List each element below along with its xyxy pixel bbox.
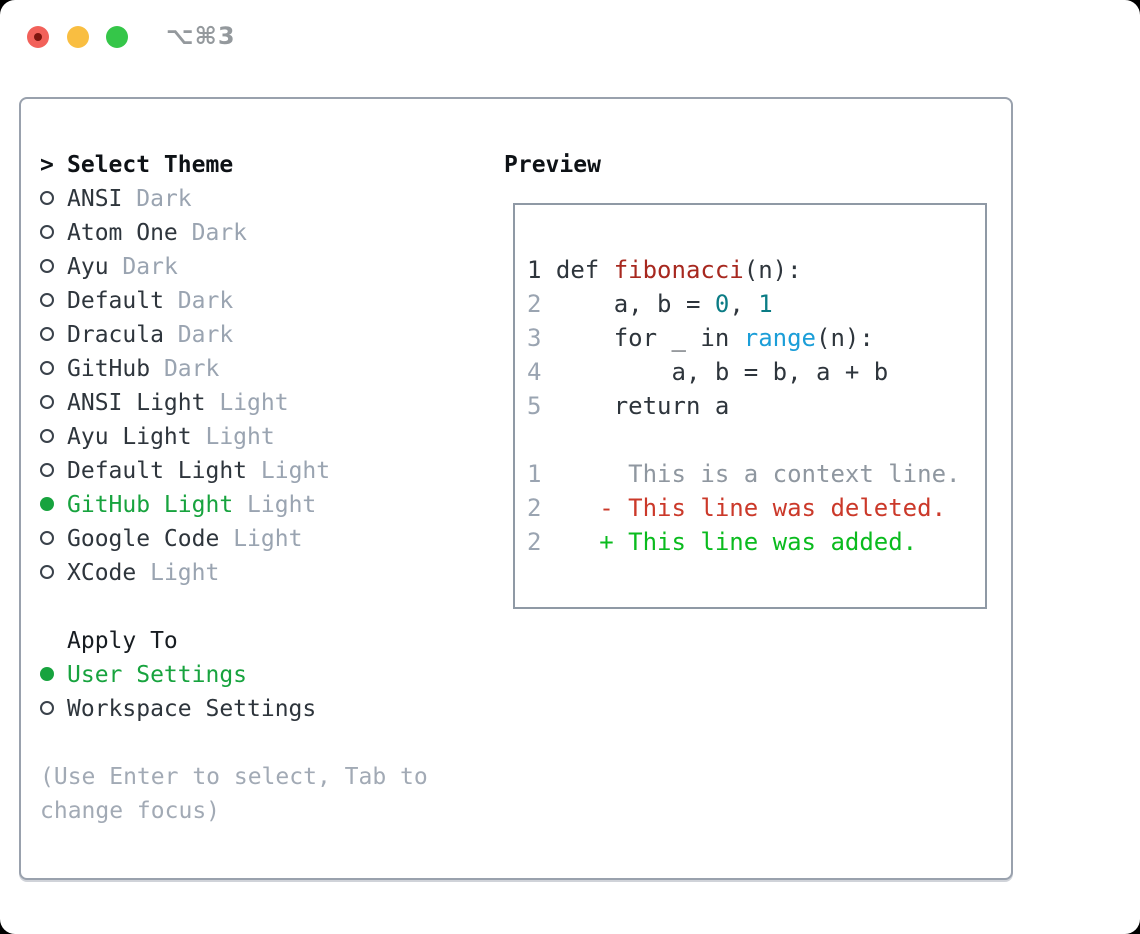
code-token: (n): — [816, 324, 874, 352]
theme-option-atom-one-dark[interactable]: Atom One Dark — [21, 216, 501, 250]
maximize-button[interactable] — [106, 26, 128, 48]
radio-icon — [40, 318, 67, 352]
theme-option-github-dark[interactable]: GitHub Dark — [21, 352, 501, 386]
theme-name: Dracula — [67, 322, 164, 348]
line-number: 2 — [527, 290, 542, 318]
radio-icon — [40, 284, 67, 318]
radio-selected-icon — [40, 488, 67, 522]
apply-option-user-settings[interactable]: User Settings — [21, 658, 501, 692]
code-token: 0 — [714, 290, 730, 318]
radio-selected-icon — [40, 658, 67, 692]
code-token: (n): — [743, 256, 802, 284]
spacer — [21, 590, 501, 624]
diff-line: - This line was deleted. — [599, 494, 947, 522]
line-number: 2 — [527, 494, 542, 522]
select-theme-title: Select Theme — [67, 152, 234, 178]
theme-option-dracula-dark[interactable]: Dracula Dark — [21, 318, 501, 352]
radio-icon — [40, 522, 67, 556]
theme-variant-tag: Dark — [191, 220, 248, 246]
select-theme-header: > Select Theme — [21, 148, 501, 182]
radio-icon — [40, 556, 67, 590]
theme-variant-tag: Light — [205, 424, 275, 450]
radio-icon — [40, 386, 67, 420]
code-token: 1 — [758, 290, 773, 318]
theme-name: GitHub Light — [67, 492, 234, 518]
code-token: def — [555, 256, 614, 284]
theme-name: Google Code — [67, 526, 220, 552]
theme-option-github-light-light[interactable]: GitHub Light Light — [21, 488, 501, 522]
theme-name: ANSI Light — [67, 390, 206, 416]
apply-option-label: User Settings — [67, 662, 248, 688]
theme-option-ansi-light-light[interactable]: ANSI Light Light — [21, 386, 501, 420]
radio-icon — [40, 420, 67, 454]
code-token: fibonacci — [613, 256, 744, 284]
code-preview: 1 def fibonacci(n): 2 a, b = 0, 1 3 for … — [515, 205, 985, 559]
radio-icon — [40, 250, 67, 284]
line-number: 1 — [527, 256, 542, 284]
minimize-button[interactable] — [67, 26, 89, 48]
radio-icon — [40, 454, 67, 488]
theme-name: Atom One — [67, 220, 178, 246]
theme-variant-tag: Light — [233, 526, 303, 552]
code-token: return a — [555, 392, 730, 420]
theme-variant-tag: Light — [260, 458, 331, 484]
theme-variant-tag: Dark — [136, 186, 192, 212]
apply-to-title: Apply To — [67, 628, 178, 654]
theme-option-default-dark[interactable]: Default Dark — [21, 284, 501, 318]
theme-name: GitHub — [67, 356, 151, 382]
code-token: , — [729, 290, 759, 318]
diff-line: + This line was added. — [599, 528, 918, 556]
window-title: ⌥⌘3 — [166, 22, 236, 50]
theme-name: Default — [67, 288, 164, 314]
theme-variant-tag: Light — [219, 390, 289, 416]
code-token: for _ in — [555, 324, 744, 352]
theme-variant-tag: Dark — [177, 322, 234, 348]
code-token: a, b = b, a + b — [555, 358, 889, 386]
theme-name: Ayu Light — [67, 424, 192, 450]
radio-icon — [40, 182, 67, 216]
theme-variant-tag: Dark — [122, 254, 178, 280]
radio-icon — [40, 692, 67, 726]
prompt-icon: > — [40, 152, 54, 178]
apply-option-label: Workspace Settings — [67, 696, 317, 722]
line-number: 4 — [527, 358, 542, 386]
theme-name: XCode — [67, 560, 137, 586]
titlebar: ⌥⌘3 — [0, 0, 1140, 74]
theme-name: Default Light — [67, 458, 248, 484]
theme-option-ansi-dark[interactable]: ANSI Dark — [21, 182, 501, 216]
theme-name: Ayu — [67, 254, 109, 280]
theme-option-ayu-light-light[interactable]: Ayu Light Light — [21, 420, 501, 454]
theme-option-default-light-light[interactable]: Default Light Light — [21, 454, 501, 488]
code-token: range — [743, 324, 816, 352]
line-number: 5 — [527, 392, 542, 420]
hint-text: (Use Enter to select, Tab to change focu… — [40, 764, 428, 824]
line-number: 1 — [527, 460, 542, 488]
apply-to-header: Apply To — [21, 624, 501, 658]
diff-line: This is a context line. — [599, 460, 961, 488]
theme-option-xcode-light[interactable]: XCode Light — [21, 556, 501, 590]
theme-variant-tag: Dark — [163, 356, 220, 382]
theme-option-google-code-light[interactable]: Google Code Light — [21, 522, 501, 556]
preview-box: 1 def fibonacci(n): 2 a, b = 0, 1 3 for … — [513, 203, 987, 609]
theme-option-ayu-dark[interactable]: Ayu Dark — [21, 250, 501, 284]
close-button[interactable] — [27, 26, 49, 48]
code-token: a, b = — [555, 290, 715, 318]
theme-name: ANSI — [67, 186, 123, 212]
line-number: 2 — [527, 528, 542, 556]
radio-icon — [40, 352, 67, 386]
apply-option-workspace-settings[interactable]: Workspace Settings — [21, 692, 501, 726]
theme-variant-tag: Light — [150, 560, 220, 586]
radio-icon — [40, 216, 67, 250]
theme-variant-tag: Dark — [177, 288, 234, 314]
line-number: 3 — [527, 324, 542, 352]
theme-variant-tag: Light — [247, 492, 317, 518]
preview-header: Preview — [504, 152, 601, 178]
